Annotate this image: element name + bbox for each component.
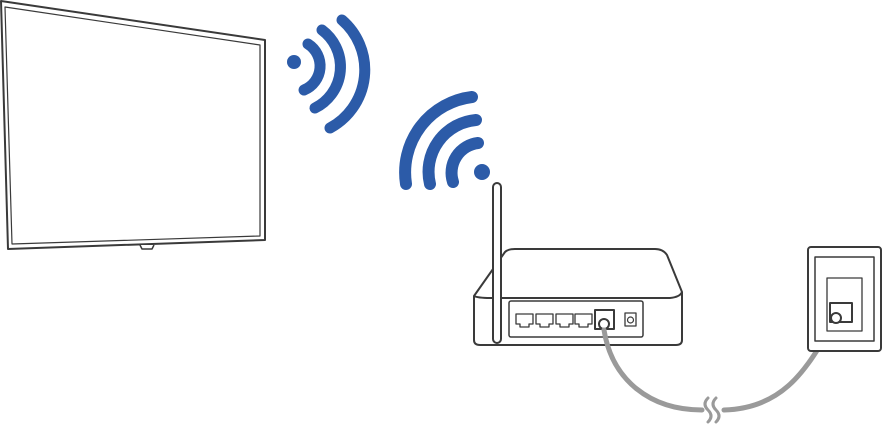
tv-wifi-arc-1 (298, 38, 326, 96)
lan-port (555, 313, 574, 328)
wall-plug (830, 312, 842, 324)
lan-port (515, 313, 534, 328)
lan-port (574, 313, 593, 328)
router-wifi-arc-2 (422, 114, 482, 190)
tv-screen (4, 6, 261, 245)
cable-router-side (601, 327, 705, 413)
router-top-edge (473, 291, 683, 299)
power-port-hole (626, 316, 635, 324)
router-wifi-arc-1 (445, 137, 484, 188)
cable-break-icon (703, 396, 721, 424)
tv-wifi-icon (287, 14, 371, 134)
router-antenna (492, 182, 502, 344)
wall-lan-port (807, 246, 882, 352)
router-wifi-dot (474, 164, 490, 180)
lan-ports (515, 313, 593, 328)
lan-port (535, 313, 554, 328)
router-wifi-arc-3 (399, 91, 478, 190)
tv-wifi-arc-2 (309, 24, 346, 114)
wireless-router (473, 182, 683, 346)
router-wifi-icon (399, 91, 490, 190)
tv (0, 0, 266, 250)
tv-wifi-arc-3 (324, 14, 371, 134)
tv-wifi-dot (287, 55, 301, 69)
tv-stand-nub (139, 244, 155, 250)
